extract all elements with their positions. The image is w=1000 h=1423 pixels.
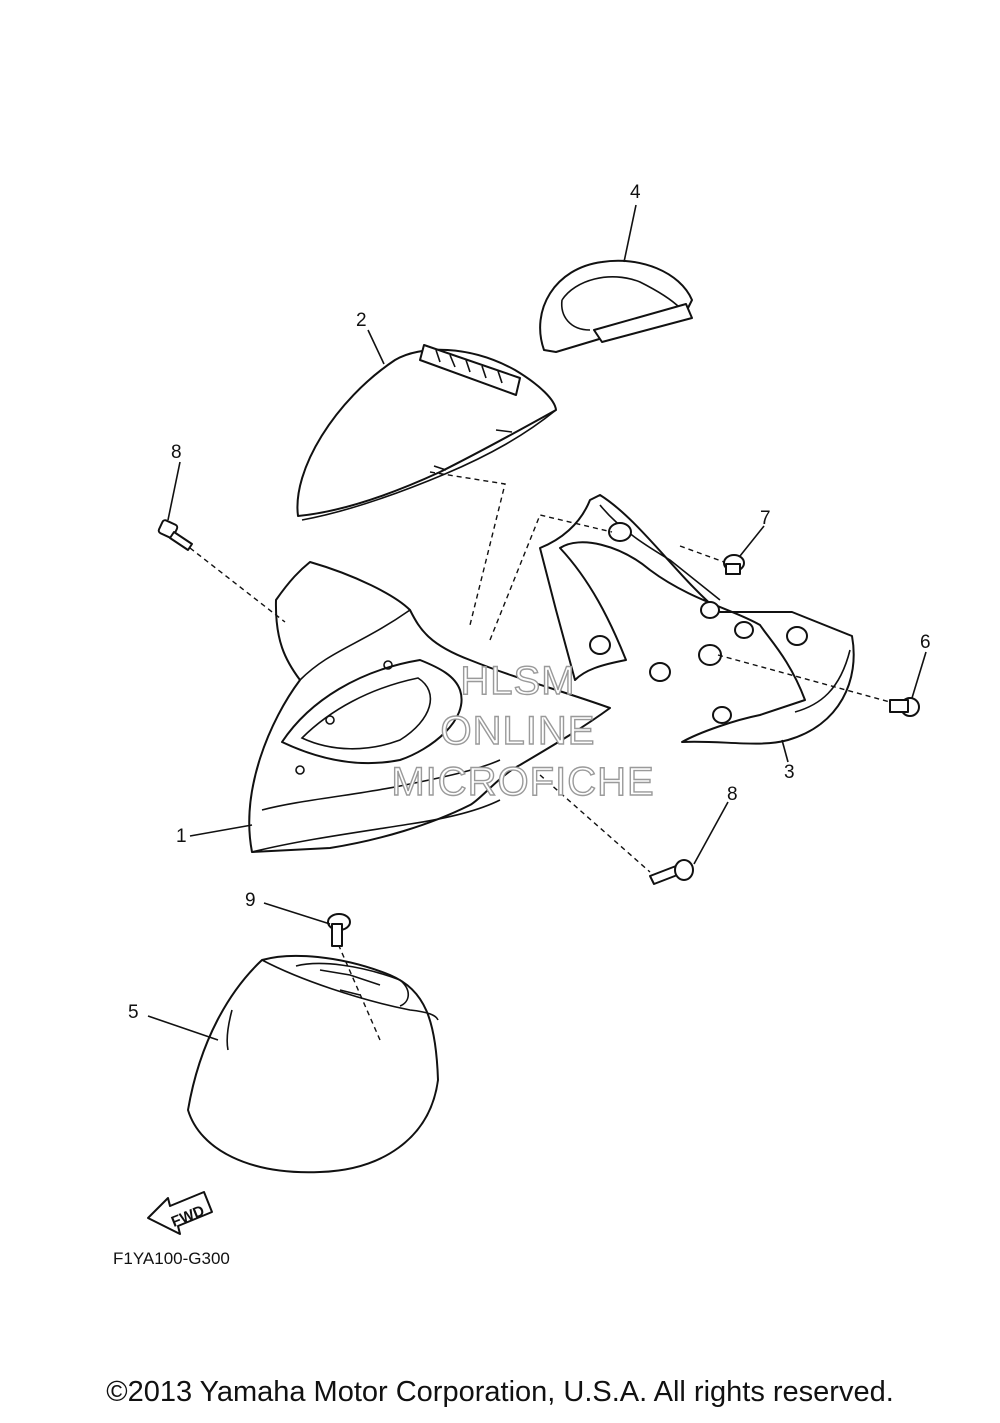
part-3-inner-panel [539, 494, 855, 745]
callout-7: 7 [760, 508, 771, 529]
watermark: HLSM ONLINE MICROFICHE [391, 658, 655, 804]
part-1-front-cowl [248, 561, 611, 853]
callout-9: 9 [245, 890, 256, 911]
fwd-arrow-icon: FWD [147, 1191, 213, 1235]
callout-1: 1 [176, 826, 187, 847]
screw-9 [327, 913, 351, 947]
screw-8-bottom [649, 859, 694, 885]
callout-6: 6 [920, 632, 931, 653]
leader-lines [147, 204, 927, 1041]
watermark-line-1: HLSM [460, 659, 575, 703]
callout-3: 3 [784, 762, 795, 783]
copyright-notice: ©2013 Yamaha Motor Corporation, U.S.A. A… [106, 1376, 894, 1408]
screw-6 [889, 697, 920, 717]
screw-7 [723, 554, 745, 575]
screw-8-top-left [157, 519, 193, 551]
callout-2: 2 [356, 310, 367, 331]
watermark-line-2: ONLINE [441, 709, 596, 753]
callout-4: 4 [630, 182, 641, 203]
callout-8-bottom: 8 [727, 784, 738, 805]
callout-8-top: 8 [171, 442, 182, 463]
assembly-lines [189, 471, 891, 1041]
part-2-upper-cowl [296, 344, 557, 521]
callout-5: 5 [128, 1002, 139, 1023]
part-5-fender [187, 954, 439, 1174]
diagram-code: F1YA100-G300 [113, 1249, 230, 1268]
part-4-cover [539, 259, 693, 353]
watermark-line-3: MICROFICHE [391, 760, 654, 804]
